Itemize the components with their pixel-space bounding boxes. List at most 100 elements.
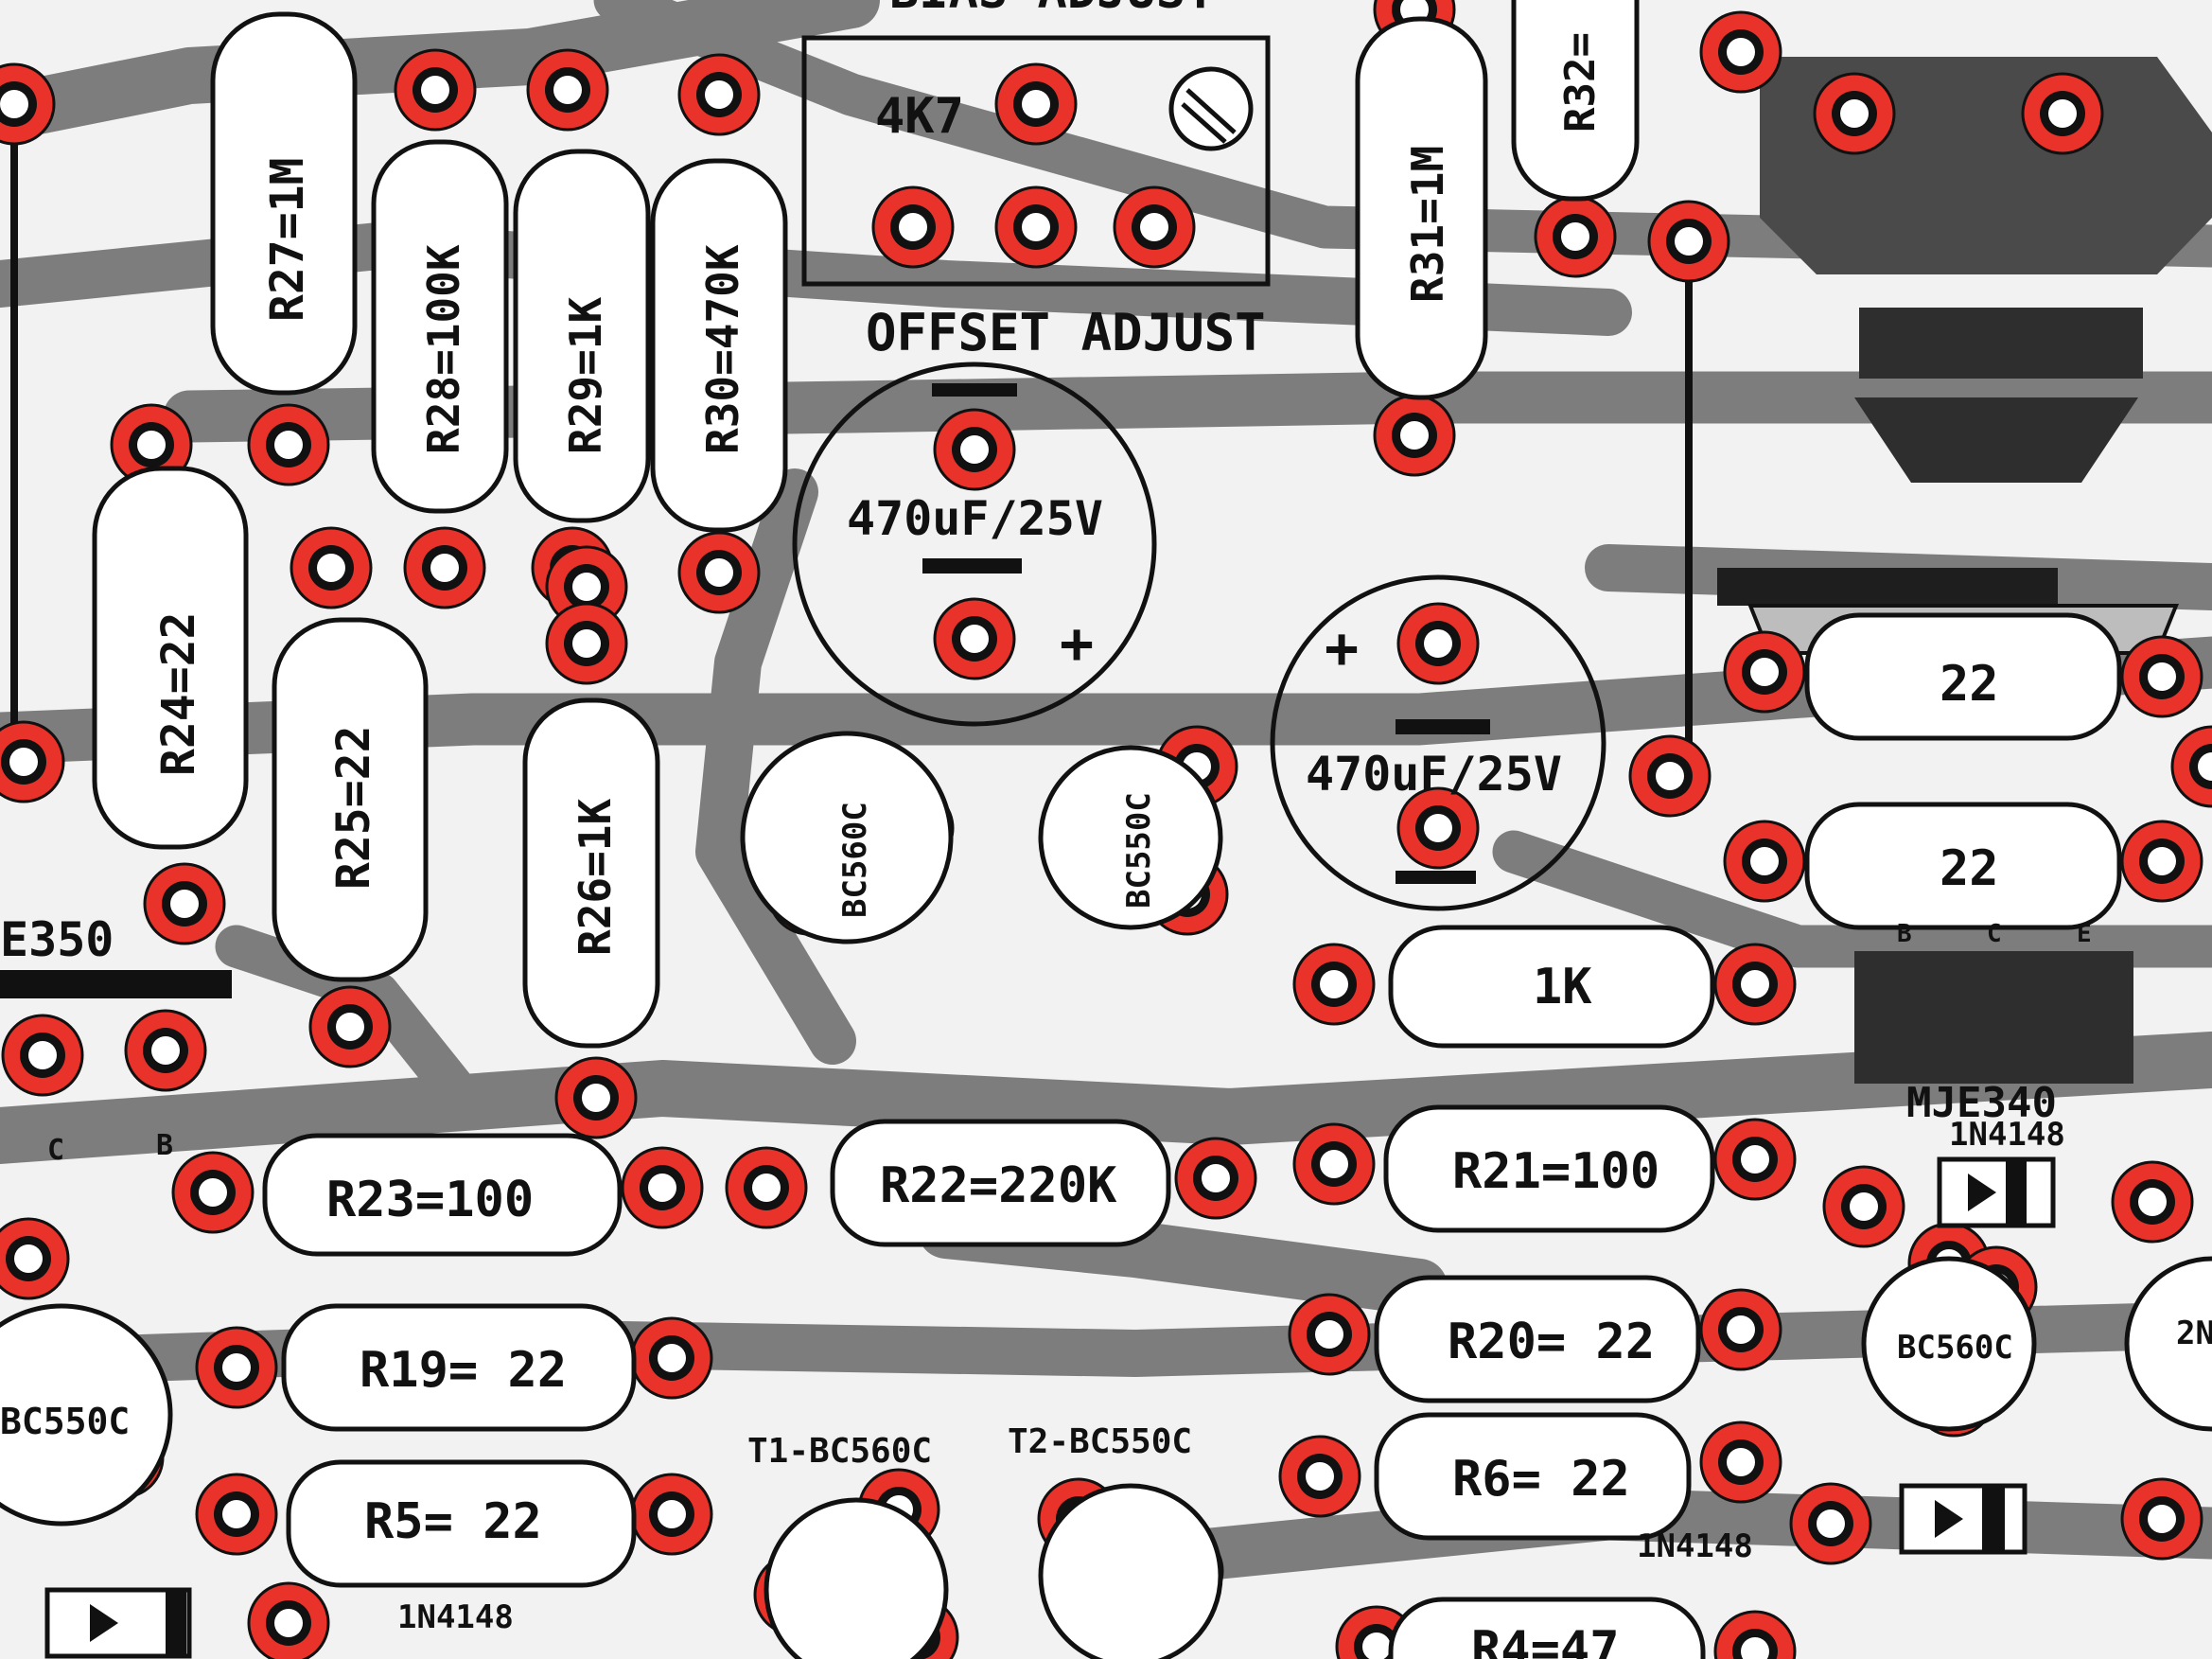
solder-pad xyxy=(1699,1288,1782,1371)
q-right-edge-label: 2N xyxy=(2176,1315,2212,1352)
solder-pad xyxy=(1647,200,1730,283)
diode-bottom-left: 1N4148 xyxy=(44,1587,514,1659)
solder-pad xyxy=(526,48,609,132)
q-mid-label: BC550C xyxy=(1120,792,1158,909)
solder-pad xyxy=(1628,734,1712,818)
solder-pad xyxy=(1,1014,84,1097)
solder-pad xyxy=(1288,1293,1371,1376)
solder-pad xyxy=(1113,185,1196,269)
transistor-right-edge: 2N xyxy=(2124,1256,2212,1432)
solder-pad xyxy=(171,1151,255,1234)
solder-pad xyxy=(1396,786,1480,870)
solder-pad xyxy=(1713,1118,1797,1201)
mje-left-footprint: E350 C B xyxy=(0,912,232,1167)
r29-label: R29=1K xyxy=(560,297,611,454)
solder-pad xyxy=(1723,820,1806,903)
resistor-bottom: R4=47 xyxy=(1388,1597,1706,1659)
r-bottom-label: R4=47 xyxy=(1471,1621,1620,1659)
solder-pad xyxy=(1699,1421,1782,1504)
solder-pad xyxy=(933,408,1016,491)
transistor-bc550c-left: BC550C xyxy=(0,1303,173,1527)
r-1k-label: 1K xyxy=(1533,959,1592,1015)
solder-pad xyxy=(2120,820,2203,903)
solder-pad xyxy=(143,862,226,945)
solder-pad xyxy=(1534,195,1617,278)
solder-pad xyxy=(2111,1160,2194,1244)
transistor-bc560c-mid: BC560C xyxy=(740,731,954,944)
mje-right-pin-b: B xyxy=(1897,920,1912,948)
solder-pad xyxy=(0,62,56,146)
diode-mid-right-label: 1N4148 xyxy=(1637,1527,1753,1565)
r31-label: R31=1M xyxy=(1402,146,1453,303)
solder-pad xyxy=(195,1473,278,1556)
resistor-r23: R23=100 xyxy=(262,1133,623,1257)
solder-pad xyxy=(545,602,628,685)
solder-pad xyxy=(2170,725,2212,808)
resistor-r26: R26=1K xyxy=(522,697,660,1049)
solder-pad xyxy=(1396,602,1480,685)
mje-right-label: MJE340 xyxy=(1906,1079,2057,1127)
solder-pad xyxy=(1713,943,1797,1026)
transistor-bc560c-right: BC560C xyxy=(1861,1256,2037,1432)
capacitor-right: 470uF/25V + xyxy=(1270,574,1606,911)
resistor-r19: R19= 22 xyxy=(281,1303,637,1432)
resistor-r30: R30=470K xyxy=(650,158,788,533)
mje-left-pin-c: C xyxy=(47,1134,64,1167)
solder-pad xyxy=(1699,10,1782,94)
r30-label: R30=470K xyxy=(697,244,748,454)
resistor-r20: R20= 22 xyxy=(1374,1275,1701,1403)
transistor-bc550c-mid: BC550C xyxy=(1038,745,1223,930)
r6-label: R6= 22 xyxy=(1452,1451,1630,1508)
solder-pad xyxy=(677,53,761,136)
solder-pad xyxy=(1822,1165,1905,1248)
solder-pad xyxy=(1292,1122,1376,1206)
resistor-r6: R6= 22 xyxy=(1374,1412,1692,1541)
q-left-bottom-label: BC550C xyxy=(0,1401,130,1442)
diode-mid-right: 1N4148 xyxy=(1637,1483,2028,1565)
solder-pad xyxy=(994,185,1078,269)
r28-label: R28=100K xyxy=(418,244,469,454)
q-left-mid-label: BC560C xyxy=(836,802,874,918)
resistor-1k: 1K xyxy=(1388,925,1715,1049)
cap-right-label: 470uF/25V xyxy=(1306,747,1562,802)
cap-top-plus: + xyxy=(1060,610,1094,677)
r20-label: R20= 22 xyxy=(1448,1314,1655,1370)
q-right-mid-label: BC560C xyxy=(1897,1329,2013,1367)
solder-pad xyxy=(0,1217,70,1300)
resistor-22-lower-right: 22 xyxy=(1804,802,2122,930)
solder-pad xyxy=(1278,1435,1361,1518)
transistor-t1: T1-BC560C xyxy=(747,1432,949,1659)
r-right-b-label: 22 xyxy=(1940,840,1999,897)
cap-top-label: 470uF/25V xyxy=(847,491,1103,546)
resistor-r25: R25=22 xyxy=(272,617,429,982)
diode-top-right: 1N4148 xyxy=(1937,1116,2065,1228)
resistor-r28: R28=100K xyxy=(371,139,509,514)
solder-pad xyxy=(247,1581,330,1659)
resistor-r31: R31=1M xyxy=(1355,16,1488,400)
solder-pad xyxy=(725,1146,808,1229)
r27-label: R27=1M xyxy=(261,158,314,322)
solder-pad xyxy=(554,1056,638,1139)
pot-value-label: 4K7 xyxy=(875,88,964,145)
solder-pad xyxy=(1789,1482,1872,1565)
solder-pad xyxy=(1723,630,1806,714)
r26-label: R26=1K xyxy=(570,799,621,956)
mje-right-footprint: MJE340 B C E xyxy=(1854,920,2133,1127)
mje-left-label: E350 xyxy=(0,912,114,967)
resistor-r22: R22=220K xyxy=(830,1119,1171,1247)
offset-adjust-label: OFFSET ADJUST xyxy=(866,303,1266,362)
solder-pad xyxy=(394,48,477,132)
solder-pad xyxy=(2021,72,2104,155)
resistor-r29: R29=1K xyxy=(513,149,651,523)
solder-pad xyxy=(630,1473,713,1556)
resistor-r21: R21=100 xyxy=(1383,1104,1715,1233)
solder-pad xyxy=(1813,72,1896,155)
r24-label: R24=22 xyxy=(152,612,205,776)
solder-pad xyxy=(1713,1610,1797,1659)
r-right-a-label: 22 xyxy=(1940,656,1999,713)
resistor-r5: R5= 22 xyxy=(286,1459,637,1588)
bias-adjust-label: BIAS ADJUST xyxy=(889,0,1215,20)
solder-pad xyxy=(290,526,373,609)
solder-pad xyxy=(677,531,761,614)
